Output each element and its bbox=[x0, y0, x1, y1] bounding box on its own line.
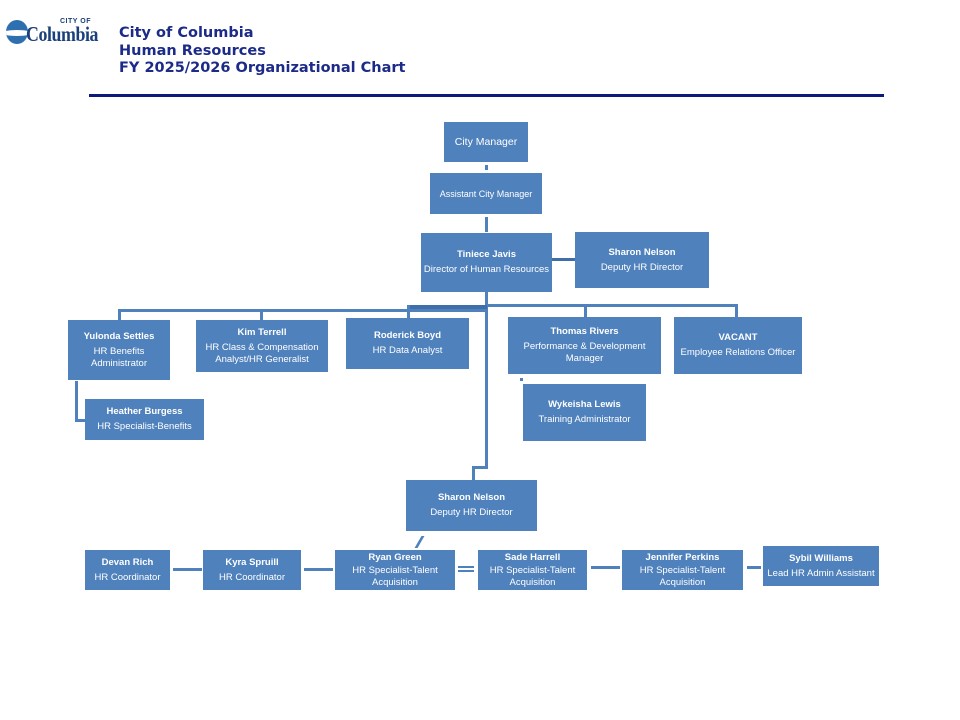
position-title: HR Class & Compensation Analyst/HR Gener… bbox=[205, 341, 319, 365]
connector-left-bus-thick bbox=[407, 305, 487, 309]
logo-small-text: CITY OF bbox=[60, 18, 91, 25]
columbia-wave-logo-icon bbox=[6, 20, 28, 44]
position-title: HR Benefits Administrator bbox=[91, 345, 147, 369]
connector-devan-kyra bbox=[173, 568, 202, 571]
position-title: Director of Human Resources bbox=[423, 264, 550, 275]
position-title: HR Specialist-Benefits bbox=[97, 421, 192, 432]
connector-director-trunk bbox=[485, 292, 488, 468]
connector-cm-acm bbox=[485, 165, 488, 170]
connector-director-deputy-side bbox=[551, 258, 575, 261]
org-box-deputy-side: Sharon Nelson Deputy HR Director bbox=[575, 232, 709, 288]
connector-right-bus bbox=[487, 304, 738, 307]
org-box-yulonda-settles: Yulonda Settles HR Benefits Administrato… bbox=[68, 320, 170, 380]
person-name: Kyra Spruill bbox=[225, 556, 279, 568]
connector-drop-vacant bbox=[735, 304, 738, 317]
org-box-city-manager: City Manager bbox=[444, 122, 528, 162]
person-name: Sade Harrell bbox=[504, 551, 561, 563]
city-logo: CITY OF Columbia bbox=[6, 18, 106, 48]
org-box-devan-rich: Devan Rich HR Coordinator bbox=[85, 550, 170, 590]
person-name: Tiniece Javis bbox=[457, 249, 516, 260]
connector-ryan-sade-2 bbox=[458, 570, 474, 572]
title-line-chart: FY 2025/2026 Organizational Chart bbox=[119, 60, 406, 76]
org-box-roderick-boyd: Roderick Boyd HR Data Analyst bbox=[346, 318, 469, 369]
position-title: Performance & Development Manager bbox=[523, 341, 646, 364]
connector-left-bus bbox=[118, 309, 487, 312]
person-name: VACANT bbox=[718, 332, 758, 343]
person-name: Heather Burgess bbox=[106, 406, 183, 417]
connector-yulonda-heather-v bbox=[75, 381, 78, 421]
connector-jennifer-sybil bbox=[747, 566, 761, 569]
org-box-assistant-city-manager: Assistant City Manager bbox=[430, 173, 542, 214]
position-title: Training Administrator bbox=[538, 414, 631, 425]
connector-yulonda-heather-h bbox=[75, 419, 85, 422]
connector-acm-director bbox=[485, 217, 488, 232]
person-name: Yulonda Settles bbox=[83, 330, 155, 342]
connector-drop-yulonda bbox=[118, 309, 121, 320]
person-name: Wykeisha Lewis bbox=[548, 399, 621, 410]
logo-main-text: Columbia bbox=[26, 22, 98, 46]
connector-drop-roderick bbox=[407, 305, 410, 319]
org-box-sade-harrell: Sade Harrell HR Specialist-Talent Acquis… bbox=[478, 550, 587, 590]
person-name: Roderick Boyd bbox=[373, 330, 442, 341]
org-box-kyra-spruill: Kyra Spruill HR Coordinator bbox=[203, 550, 301, 590]
org-box-deputy-hr-director: Sharon Nelson Deputy HR Director bbox=[406, 480, 537, 531]
person-name: Jennifer Perkins bbox=[645, 551, 720, 563]
org-box-kim-terrell: Kim Terrell HR Class & Compensation Anal… bbox=[196, 320, 328, 372]
org-box-jennifer-perkins: Jennifer Perkins HR Specialist-Talent Ac… bbox=[622, 550, 743, 590]
connector-thomas-wykeisha bbox=[520, 378, 523, 381]
position-title: Assistant City Manager bbox=[439, 188, 533, 199]
connector-kyra-ryan bbox=[304, 568, 333, 571]
position-title: HR Specialist-Talent Acquisition bbox=[352, 564, 438, 588]
position-title: HR Specialist-Talent Acquisition bbox=[639, 564, 726, 588]
position-title: HR Coordinator bbox=[219, 571, 285, 583]
person-name: Sharon Nelson bbox=[437, 492, 506, 503]
org-box-heather-burgess: Heather Burgess HR Specialist-Benefits bbox=[85, 399, 204, 440]
person-name: Sharon Nelson bbox=[608, 246, 676, 258]
person-name: Ryan Green bbox=[368, 551, 422, 563]
org-box-wykeisha-lewis: Wykeisha Lewis Training Administrator bbox=[523, 384, 646, 441]
connector-trunk-jog-v bbox=[472, 466, 475, 480]
org-box-ryan-green: Ryan Green HR Specialist-Talent Acquisit… bbox=[335, 550, 455, 590]
position-title: Employee Relations Officer bbox=[680, 347, 796, 358]
connector-ryan-sade-1 bbox=[458, 566, 474, 568]
person-name: Sybil Williams bbox=[789, 552, 853, 564]
org-box-vacant: VACANT Employee Relations Officer bbox=[674, 317, 802, 374]
org-box-sybil-williams: Sybil Williams Lead HR Admin Assistant bbox=[763, 546, 879, 586]
position-title: Deputy HR Director bbox=[430, 507, 513, 518]
title-line-dept: Human Resources bbox=[119, 42, 266, 59]
position-title: Deputy HR Director bbox=[600, 261, 684, 273]
connector-trunk-jog-h bbox=[472, 466, 488, 469]
position-title: HR Data Analyst bbox=[372, 345, 443, 356]
person-name: Thomas Rivers bbox=[550, 326, 619, 337]
person-name: Kim Terrell bbox=[237, 326, 287, 338]
connector-drop-thomas bbox=[584, 304, 587, 317]
position-title: Lead HR Admin Assistant bbox=[767, 567, 875, 579]
page-title: City of Columbia Human Resources FY 2025… bbox=[119, 25, 406, 78]
position-title: HR Coordinator bbox=[94, 571, 161, 583]
position-title: HR Specialist-Talent Acquisition bbox=[489, 564, 576, 588]
connector-sade-jennifer bbox=[591, 566, 620, 569]
connector-drop-kim bbox=[260, 309, 263, 320]
org-box-director: Tiniece Javis Director of Human Resource… bbox=[421, 233, 552, 292]
org-box-thomas-rivers: Thomas Rivers Performance & Development … bbox=[508, 317, 661, 374]
person-name: Devan Rich bbox=[101, 556, 154, 568]
position-title: City Manager bbox=[454, 136, 518, 148]
title-divider bbox=[89, 94, 884, 97]
connector-deputy-team bbox=[414, 536, 425, 548]
title-line-org: City of Columbia bbox=[119, 25, 254, 41]
